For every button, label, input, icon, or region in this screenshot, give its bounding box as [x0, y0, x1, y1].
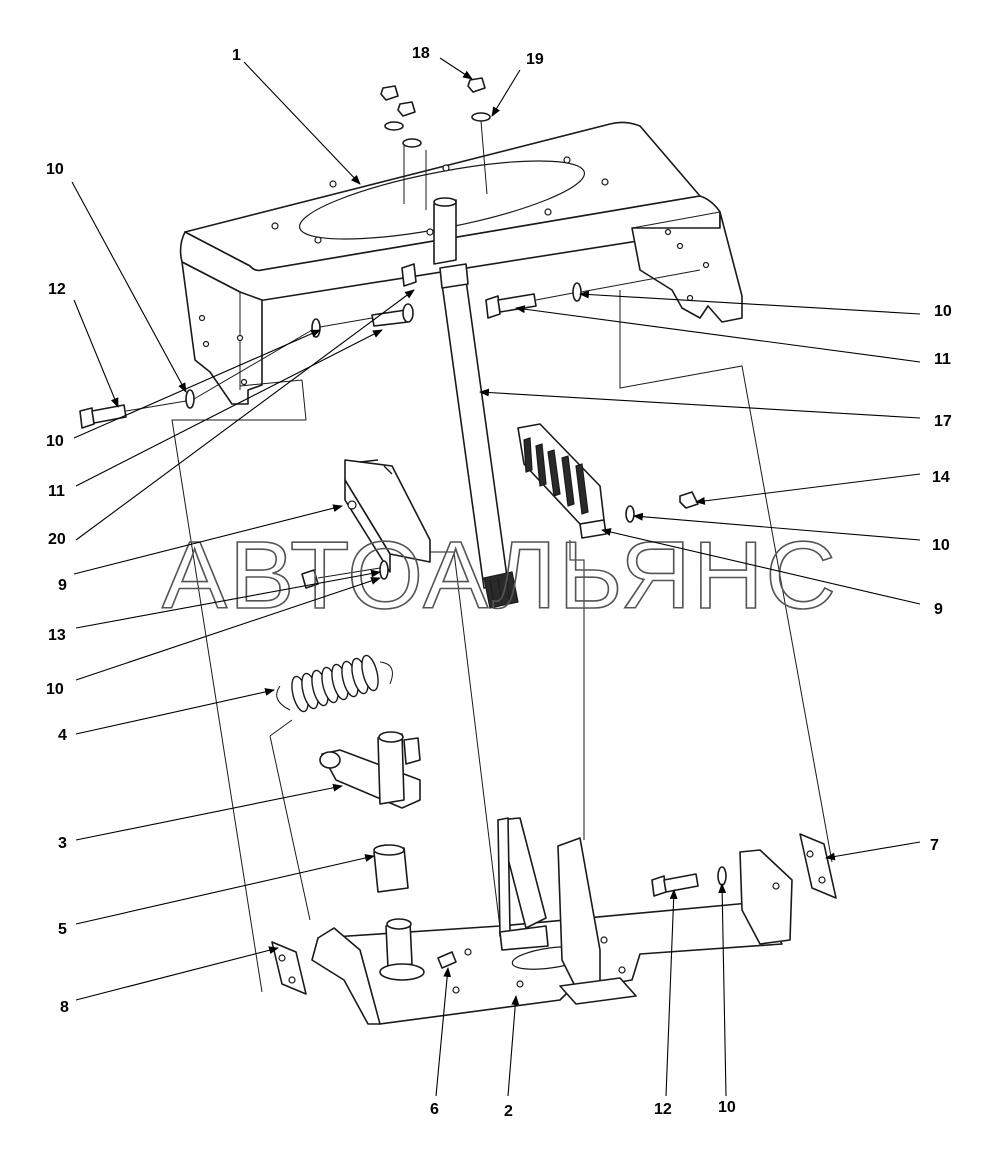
callout-6: 6 [430, 1101, 439, 1118]
callout-18: 18 [412, 45, 430, 62]
callout-20: 20 [48, 531, 66, 548]
right-top-fasteners [485, 269, 701, 319]
pad-left [344, 459, 431, 573]
leader-lines [71, 57, 921, 1097]
callout-10: 10 [934, 303, 952, 320]
watermark: АВТОАЛЬЯНС [162, 522, 838, 629]
callout-5: 5 [58, 921, 67, 938]
callout-10: 10 [718, 1099, 736, 1116]
callout-3: 3 [58, 835, 67, 852]
bottom-bracket [311, 817, 793, 1025]
callout-14: 14 [932, 469, 950, 486]
top-fasteners [380, 77, 491, 210]
assembly-lines [171, 290, 833, 993]
shaft [433, 197, 519, 609]
callout-10: 10 [46, 161, 64, 178]
spring [276, 654, 393, 713]
callout-12: 12 [48, 281, 66, 298]
callout-4: 4 [58, 727, 67, 744]
bushing [373, 844, 409, 893]
callout-10: 10 [932, 537, 950, 554]
callout-17: 17 [934, 413, 952, 430]
callout-labels: 1 18 19 10 12 10 11 20 9 13 10 4 3 5 8 6… [46, 45, 952, 1120]
callout-11: 11 [934, 351, 951, 368]
callout-10: 10 [46, 433, 64, 450]
callout-1: 1 [232, 47, 241, 64]
callout-9: 9 [58, 577, 67, 594]
callout-7: 7 [930, 837, 939, 854]
callout-8: 8 [60, 999, 69, 1016]
callout-9: 9 [934, 601, 943, 618]
callout-10: 10 [46, 681, 64, 698]
callout-2: 2 [504, 1103, 513, 1120]
callout-13: 13 [48, 627, 66, 644]
pad-right [517, 423, 607, 539]
shims [271, 833, 837, 995]
callout-11: 11 [48, 483, 65, 500]
lever [319, 731, 421, 809]
right-mid-fasteners [625, 491, 699, 523]
callout-12: 12 [654, 1101, 672, 1118]
bottom-right-fasteners [651, 866, 727, 897]
callout-19: 19 [526, 51, 544, 68]
